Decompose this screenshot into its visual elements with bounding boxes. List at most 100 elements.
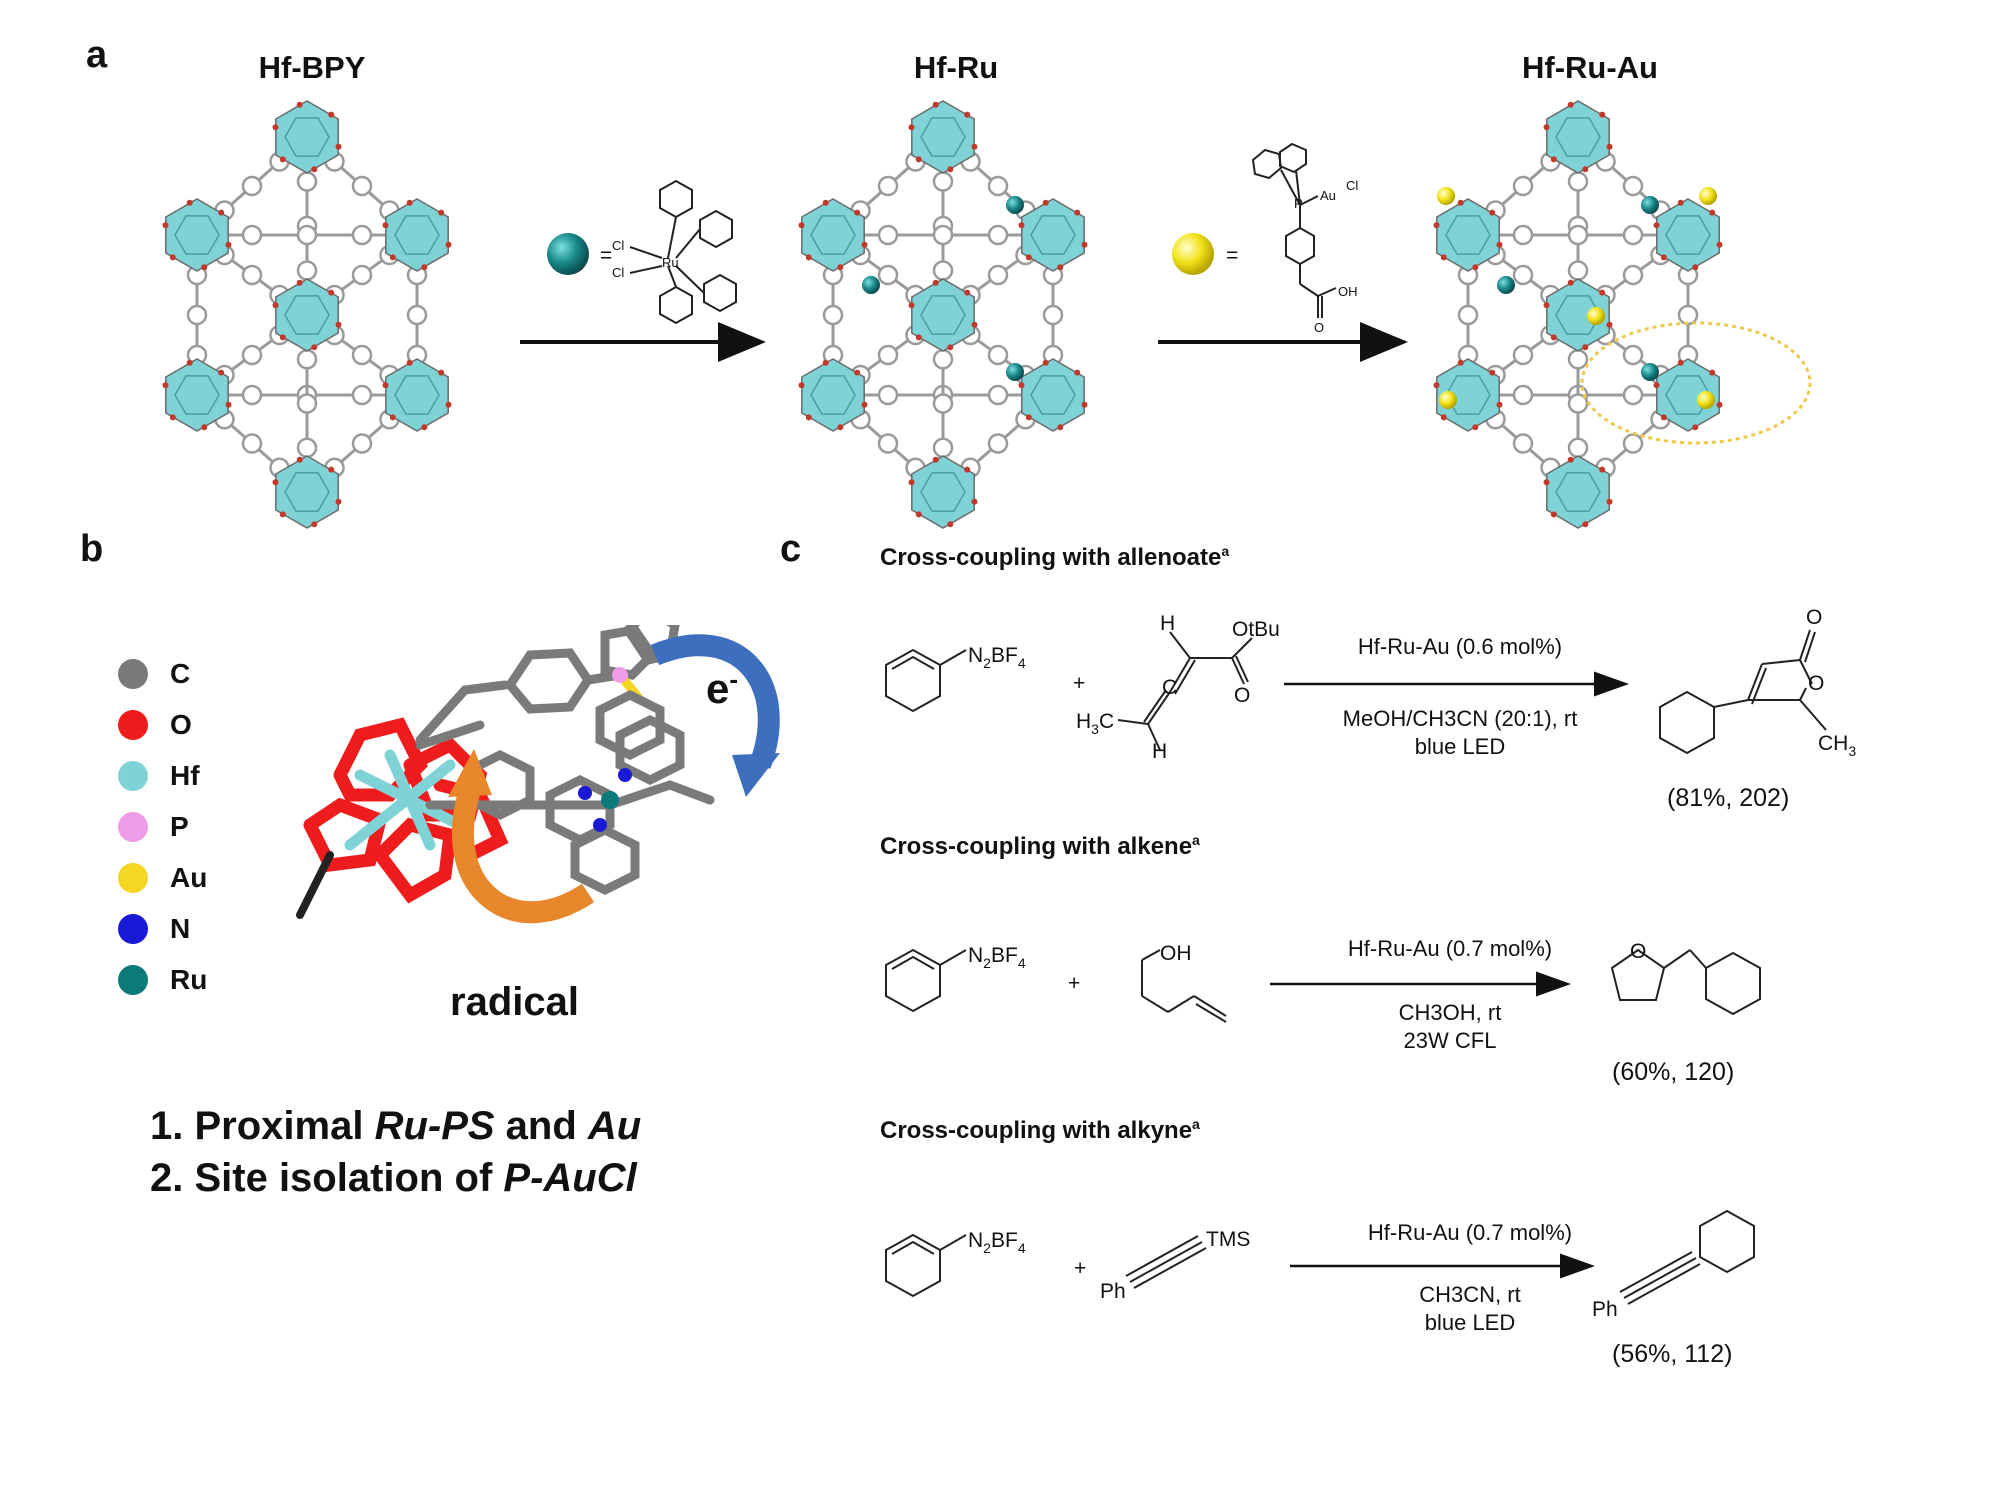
- reaction3-aryldiazonium: [885, 1233, 967, 1298]
- oxo-atom: [964, 111, 971, 118]
- reaction1-obu: OtBu: [1232, 618, 1280, 641]
- oxo-atom: [1472, 424, 1479, 431]
- oxo-atom: [964, 466, 971, 473]
- oxo-atom: [1599, 289, 1606, 296]
- oxo-atom: [1457, 199, 1464, 206]
- note1-ru-ps: Ru-PS: [374, 1104, 495, 1148]
- pyridine-ring: [1457, 304, 1479, 326]
- oxo-atom: [1496, 401, 1503, 408]
- oxo-atom: [1550, 334, 1557, 341]
- hf-cluster-node: [1546, 100, 1610, 174]
- oxo-atom: [311, 521, 318, 528]
- oxo-atom: [272, 479, 279, 486]
- note-line-1: 1. Proximal Ru-PS and Au: [150, 1104, 641, 1149]
- oxo-atom: [932, 101, 939, 108]
- oxo-atom: [1716, 241, 1723, 248]
- pyridine-ring: [987, 175, 1009, 197]
- reaction1-title-sup: a: [1221, 543, 1230, 559]
- oxo-atom: [296, 101, 303, 108]
- note-line-2: 2. Site isolation of P-AuCl: [150, 1156, 637, 1201]
- oxo-atom: [311, 344, 318, 351]
- au-site: [1697, 391, 1715, 409]
- reaction1-n2bf4: N2BF4: [968, 644, 1026, 671]
- oxo-atom: [1042, 359, 1049, 366]
- pyridine-ring: [1512, 224, 1534, 246]
- pyridine-ring: [241, 264, 263, 286]
- electron-label: e-: [706, 664, 738, 713]
- hf-cluster-node: [275, 100, 339, 174]
- pyridine-ring: [932, 171, 954, 192]
- oxo-atom: [421, 424, 428, 431]
- hf-cluster-facet: [1555, 295, 1601, 335]
- oxo-atom: [964, 289, 971, 296]
- hf-cluster-facet: [920, 295, 966, 335]
- pyridine-ring: [351, 344, 373, 366]
- hf-cluster-facet: [394, 375, 440, 415]
- reaction3-ph: Ph: [1100, 1280, 1126, 1303]
- hf-cluster-facet: [1030, 215, 1076, 255]
- oxo-atom: [837, 424, 844, 431]
- reaction3-title-text: Cross-coupling with alkyne: [880, 1117, 1193, 1144]
- n-atom-1: [578, 786, 592, 800]
- pyridine-ring: [186, 304, 208, 326]
- pyridine-ring: [241, 384, 263, 406]
- au-metal: Au: [1320, 188, 1336, 203]
- p-atom: [612, 667, 628, 683]
- hf-bpy-title: Hf-BPY: [258, 50, 366, 85]
- pyridine-ring: [406, 304, 428, 326]
- pyridine-ring: [1677, 304, 1699, 326]
- reaction1-o: O: [1234, 684, 1250, 707]
- au-site: [1437, 187, 1455, 205]
- oxo-atom: [915, 334, 922, 341]
- n-atom-3: [593, 818, 607, 832]
- oxo-atom: [225, 241, 232, 248]
- hf-cluster-facet: [284, 472, 330, 512]
- hf-ru-title: Hf-Ru: [913, 50, 999, 85]
- oxo-atom: [438, 369, 445, 376]
- ru-equals: =: [600, 244, 612, 267]
- hf-cluster-node: [1546, 455, 1610, 529]
- oxo-atom: [947, 521, 954, 528]
- oxo-atom: [406, 199, 413, 206]
- reaction2-condition-1: CH3OH, rt: [1398, 1000, 1502, 1025]
- n-atom-2: [618, 768, 632, 782]
- legend-dot-o: [118, 710, 148, 740]
- oxo-atom: [1692, 424, 1699, 431]
- hf-cluster-facet: [1030, 375, 1076, 415]
- oxo-atom: [798, 382, 805, 389]
- oxo-atom: [169, 414, 176, 421]
- panel-label-a: a: [86, 34, 108, 76]
- reaction1-product: [1659, 629, 1827, 755]
- oxo-atom: [335, 143, 342, 150]
- hf-cluster-node: [275, 455, 339, 529]
- legend-label-c: C: [170, 658, 191, 689]
- oxo-atom: [1074, 369, 1081, 376]
- hf-cluster-node: [1656, 198, 1720, 272]
- oxo-atom: [1582, 521, 1589, 528]
- oxo-atom: [279, 334, 286, 341]
- electron-symbol: e: [706, 665, 730, 712]
- electron-charge: -: [729, 664, 739, 694]
- pyridine-ring: [1512, 433, 1534, 454]
- oxo-atom: [1543, 479, 1550, 486]
- electron-arrow-head: [732, 753, 780, 797]
- au-complex-structure: [1251, 142, 1337, 318]
- hf-cluster-node: [1021, 198, 1085, 272]
- pyridine-ring: [1042, 304, 1064, 326]
- pyridine-ring: [241, 224, 263, 246]
- oxo-atom: [1057, 264, 1064, 271]
- oxo-atom: [1677, 359, 1684, 366]
- hf-cluster-facet: [1445, 215, 1491, 255]
- hf-cluster-facet: [284, 117, 330, 157]
- oxo-atom: [854, 369, 861, 376]
- oxo-atom: [805, 254, 812, 261]
- active-site-model: [296, 625, 780, 924]
- oxo-atom: [1457, 359, 1464, 366]
- legend-label-au: Au: [170, 862, 208, 893]
- pyridine-ring: [877, 433, 899, 454]
- reaction2-condition-2: 23W CFL: [1403, 1028, 1497, 1053]
- legend-item-o: O: [118, 707, 192, 743]
- oxo-atom: [971, 321, 978, 328]
- legend-item-p: P: [118, 809, 189, 845]
- oxo-atom: [218, 209, 225, 216]
